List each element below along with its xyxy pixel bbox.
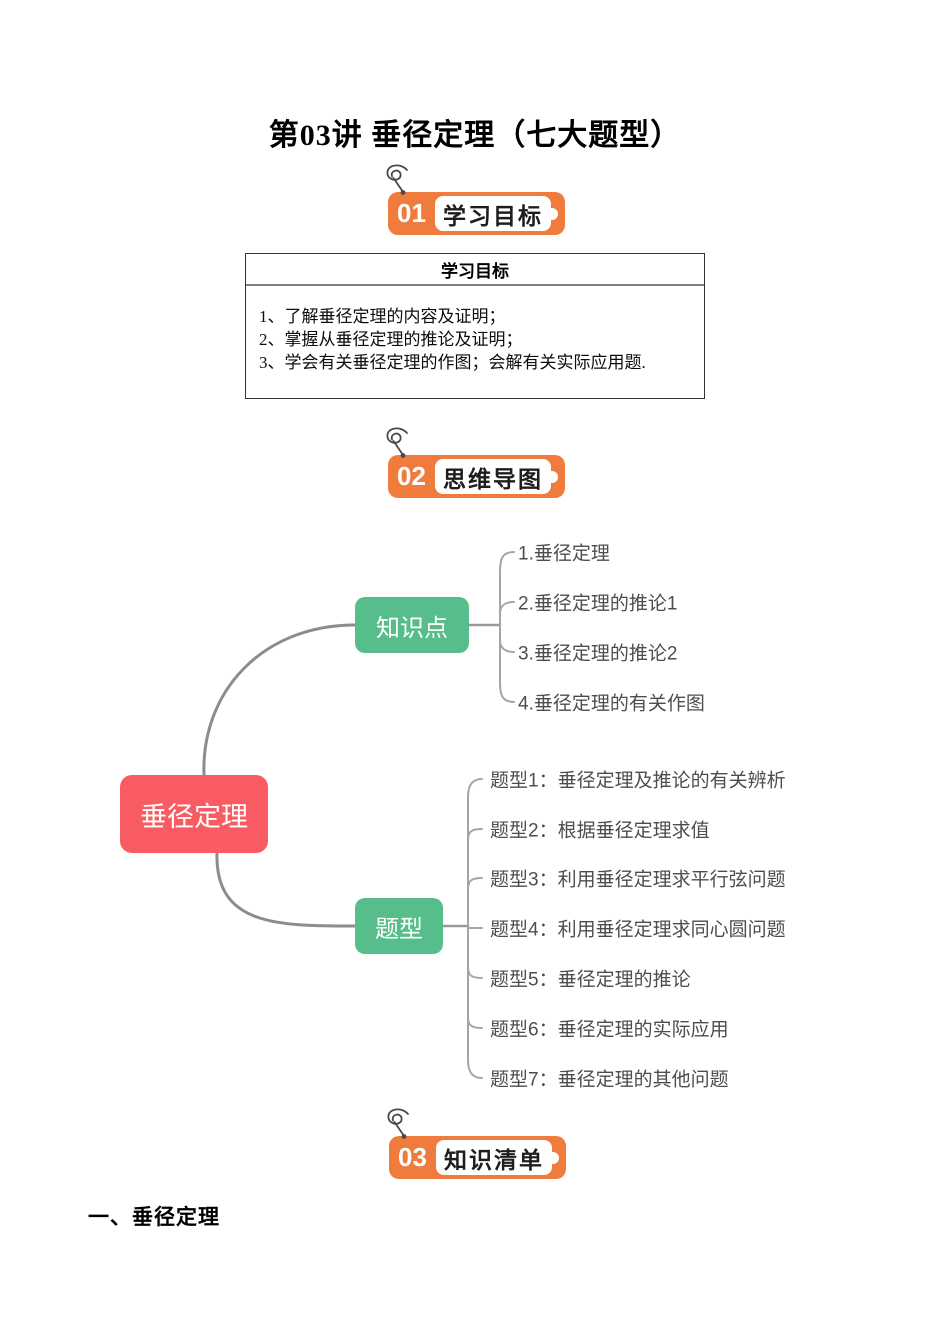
pin-curl-icon (386, 164, 408, 195)
mindmap-leaf: 题型5：垂径定理的推论 (490, 969, 691, 991)
mindmap-leaf: 题型4：利用垂径定理求同心圆问题 (490, 919, 786, 941)
badge-number: 01 (397, 198, 426, 228)
badge-number: 02 (397, 461, 426, 491)
objective-item: 3、学会有关垂径定理的作图；会解有关实际应用题. (259, 353, 646, 372)
mindmap-root-node: 垂径定理 (120, 775, 268, 853)
mindmap-connectors (202, 551, 515, 1079)
objective-item: 2、掌握从垂径定理的推论及证明； (259, 330, 523, 349)
page-title: 第03讲 垂径定理（七大题型） (268, 119, 682, 152)
mindmap-leaf: 1.垂径定理 (518, 543, 610, 565)
mindmap-branch-types: 题型 (355, 898, 443, 954)
objectives-list: 1、了解垂径定理的内容及证明； 2、掌握从垂径定理的推论及证明； 3、学会有关垂… (246, 286, 704, 374)
mindmap-leaf: 题型7：垂径定理的其他问题 (490, 1069, 729, 1091)
section-badge-03: 03 知识清单 (387, 1108, 566, 1179)
objectives-box: 学习目标 1、了解垂径定理的内容及证明； 2、掌握从垂径定理的推论及证明； 3、… (245, 253, 705, 399)
mindmap-leaf: 4.垂径定理的有关作图 (518, 693, 705, 715)
badge-label-plate: 思维导图 (435, 459, 551, 494)
section-badge-02: 02 思维导图 (386, 427, 565, 498)
pin-curl-icon (387, 1108, 409, 1139)
mindmap-leaf: 3.垂径定理的推论2 (518, 643, 678, 665)
mindmap-leaf: 题型1：垂径定理及推论的有关辨析 (490, 770, 786, 792)
pin-curl-icon (386, 427, 408, 458)
section-badge-01: 01 学习目标 (386, 164, 565, 235)
badge-label: 学习目标 (443, 202, 543, 229)
mindmap-leaf: 2.垂径定理的推论1 (518, 593, 678, 615)
mindmap-branch-knowledge: 知识点 (355, 597, 469, 653)
badge-label: 思维导图 (443, 465, 543, 492)
badge-number: 03 (398, 1142, 427, 1172)
badge-label-plate: 知识清单 (436, 1140, 552, 1175)
objectives-box-header: 学习目标 (246, 254, 704, 286)
mindmap-leaf: 题型6：垂径定理的实际应用 (490, 1019, 729, 1041)
objective-item: 1、了解垂径定理的内容及证明； (259, 307, 506, 326)
badge-label-plate: 学习目标 (435, 196, 551, 231)
knowledge-section-heading: 一、垂径定理 (88, 1205, 220, 1229)
badge-label: 知识清单 (444, 1146, 544, 1173)
mindmap-leaf: 题型3：利用垂径定理求平行弦问题 (490, 869, 786, 891)
mindmap-leaf: 题型2：根据垂径定理求值 (490, 820, 710, 842)
